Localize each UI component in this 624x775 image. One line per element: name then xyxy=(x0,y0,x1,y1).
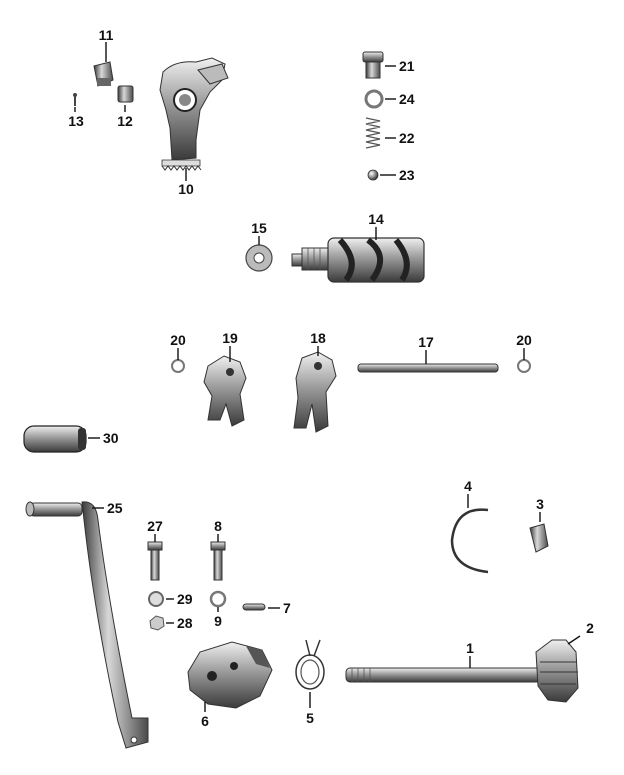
label-part-6: 6 xyxy=(201,713,209,729)
label-part-12: 12 xyxy=(117,113,133,129)
part-labels: 11 12 13 10 21 24 22 23 15 14 20 19 18 1… xyxy=(68,27,594,729)
part-24-washer xyxy=(364,89,384,109)
label-part-9: 9 xyxy=(214,613,222,629)
label-part-20-right: 20 xyxy=(516,332,532,348)
part-10-selector-plate xyxy=(159,57,229,171)
label-part-17: 17 xyxy=(418,334,434,350)
part-8-bolt xyxy=(210,541,226,581)
part-19-shift-fork xyxy=(203,355,247,427)
label-part-8: 8 xyxy=(214,518,222,534)
label-part-18: 18 xyxy=(310,330,326,346)
part-5-return-spring xyxy=(295,639,325,690)
part-29-washer xyxy=(148,591,164,607)
label-part-22: 22 xyxy=(399,130,415,146)
part-3-spring-clip xyxy=(529,523,549,553)
part-20-washer-left xyxy=(171,359,185,373)
part-2-ratchet-gear xyxy=(535,639,579,703)
part-11-plug xyxy=(93,61,114,87)
label-part-2: 2 xyxy=(586,620,594,636)
part-13-pin xyxy=(73,93,77,106)
part-23-ball xyxy=(367,169,379,181)
part-17-fork-shaft xyxy=(357,363,499,373)
part-22-spring xyxy=(365,117,381,149)
part-25-kickstart-lever xyxy=(25,501,149,749)
label-part-13: 13 xyxy=(68,113,84,129)
label-part-25: 25 xyxy=(107,500,123,516)
part-21-screw-plug xyxy=(362,51,384,79)
label-part-15: 15 xyxy=(251,220,267,236)
label-part-30: 30 xyxy=(103,430,119,446)
part-27-bolt xyxy=(147,541,163,581)
label-part-19: 19 xyxy=(222,330,238,346)
label-part-5: 5 xyxy=(306,710,314,726)
label-part-4: 4 xyxy=(464,478,472,494)
label-part-21: 21 xyxy=(399,58,415,74)
label-part-11: 11 xyxy=(99,27,114,43)
part-12-sleeve xyxy=(117,85,134,103)
part-15-shim-washer xyxy=(245,244,273,272)
part-1-kickstart-shaft xyxy=(345,667,543,683)
label-part-20-left: 20 xyxy=(170,332,186,348)
part-18-shift-fork xyxy=(293,351,337,433)
label-part-23: 23 xyxy=(399,167,415,183)
label-part-10: 10 xyxy=(178,181,194,197)
label-part-29: 29 xyxy=(177,591,193,607)
part-9-washer xyxy=(209,590,227,608)
part-6-ratchet-hub xyxy=(187,641,273,709)
part-30-rubber-grip xyxy=(23,425,87,453)
label-part-14: 14 xyxy=(368,211,384,227)
part-28-nut xyxy=(149,615,165,631)
part-7-pin xyxy=(242,603,266,611)
leader-lines xyxy=(74,42,581,712)
label-part-7: 7 xyxy=(283,600,291,616)
label-part-28: 28 xyxy=(177,615,193,631)
part-20-washer-right xyxy=(517,359,531,373)
part-4-circlip xyxy=(450,508,489,574)
label-part-3: 3 xyxy=(536,496,544,512)
part-14-shift-drum xyxy=(291,237,425,283)
label-part-24: 24 xyxy=(399,91,415,107)
label-part-1: 1 xyxy=(466,640,474,656)
label-part-27: 27 xyxy=(147,518,163,534)
